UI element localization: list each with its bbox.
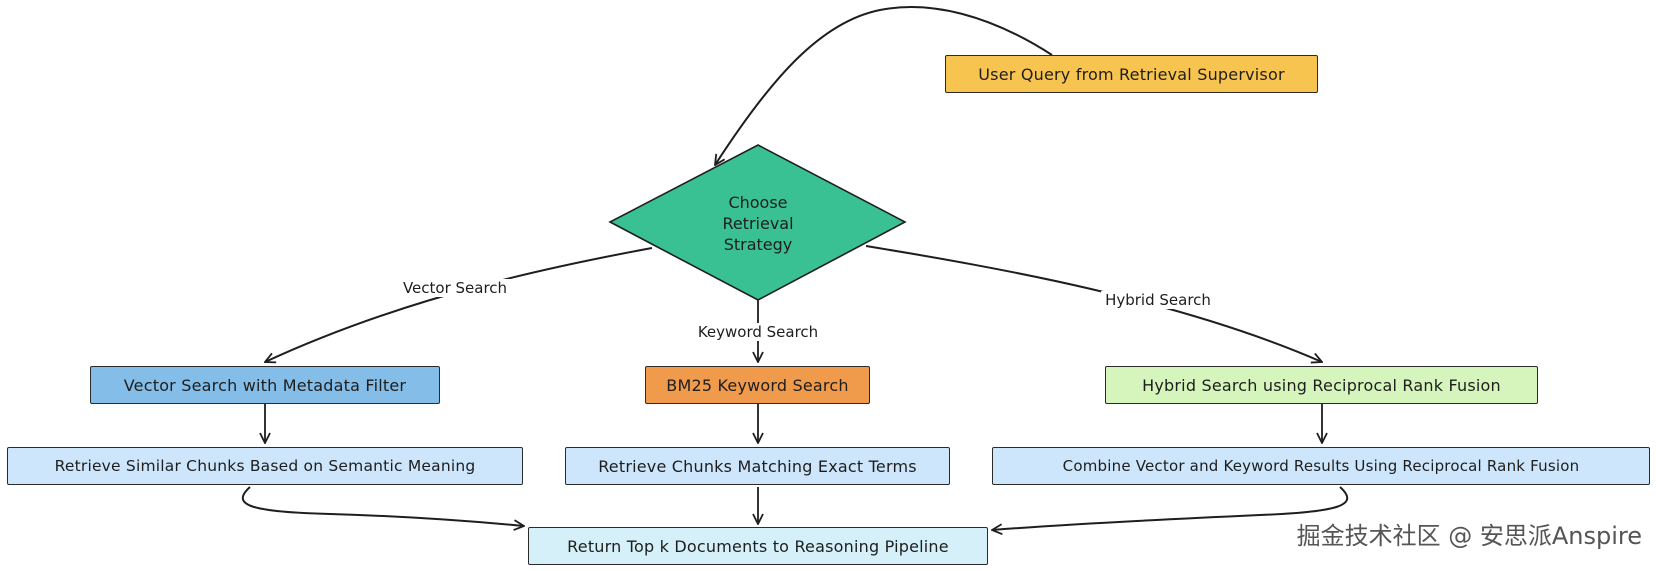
decision-label-line-2: Retrieval	[722, 214, 794, 233]
edge-label-hybrid-search: Hybrid Search	[1101, 291, 1215, 309]
bm25-search-box: BM25 Keyword Search	[645, 366, 870, 404]
retrieve-semantic-box: Retrieve Similar Chunks Based on Semanti…	[7, 447, 523, 485]
edge-decision-to-hybrid	[865, 245, 1322, 362]
vector-search-box: Vector Search with Metadata Filter	[90, 366, 440, 404]
edge-decision-to-vector	[265, 247, 653, 362]
decision-label-line-3: Strategy	[723, 235, 793, 254]
user-query-box: User Query from Retrieval Supervisor	[945, 55, 1318, 93]
edge-combine-to-return	[992, 486, 1349, 530]
combine-results-box: Combine Vector and Keyword Results Using…	[992, 447, 1650, 485]
hybrid-search-box: Hybrid Search using Reciprocal Rank Fusi…	[1105, 366, 1538, 404]
edge-semantic-to-return	[241, 486, 524, 526]
decision-label: Choose Retrieval Strategy	[688, 192, 828, 255]
watermark: 掘金技术社区 @ 安思派Anspire	[1296, 522, 1642, 550]
edge-query-to-decision	[715, 6, 1053, 165]
edge-label-vector-search: Vector Search	[398, 279, 512, 297]
return-documents-box: Return Top k Documents to Reasoning Pipe…	[528, 527, 988, 565]
edge-label-keyword-search: Keyword Search	[693, 323, 823, 341]
retrieve-exact-box: Retrieve Chunks Matching Exact Terms	[565, 447, 950, 485]
decision-label-line-1: Choose	[728, 193, 788, 212]
